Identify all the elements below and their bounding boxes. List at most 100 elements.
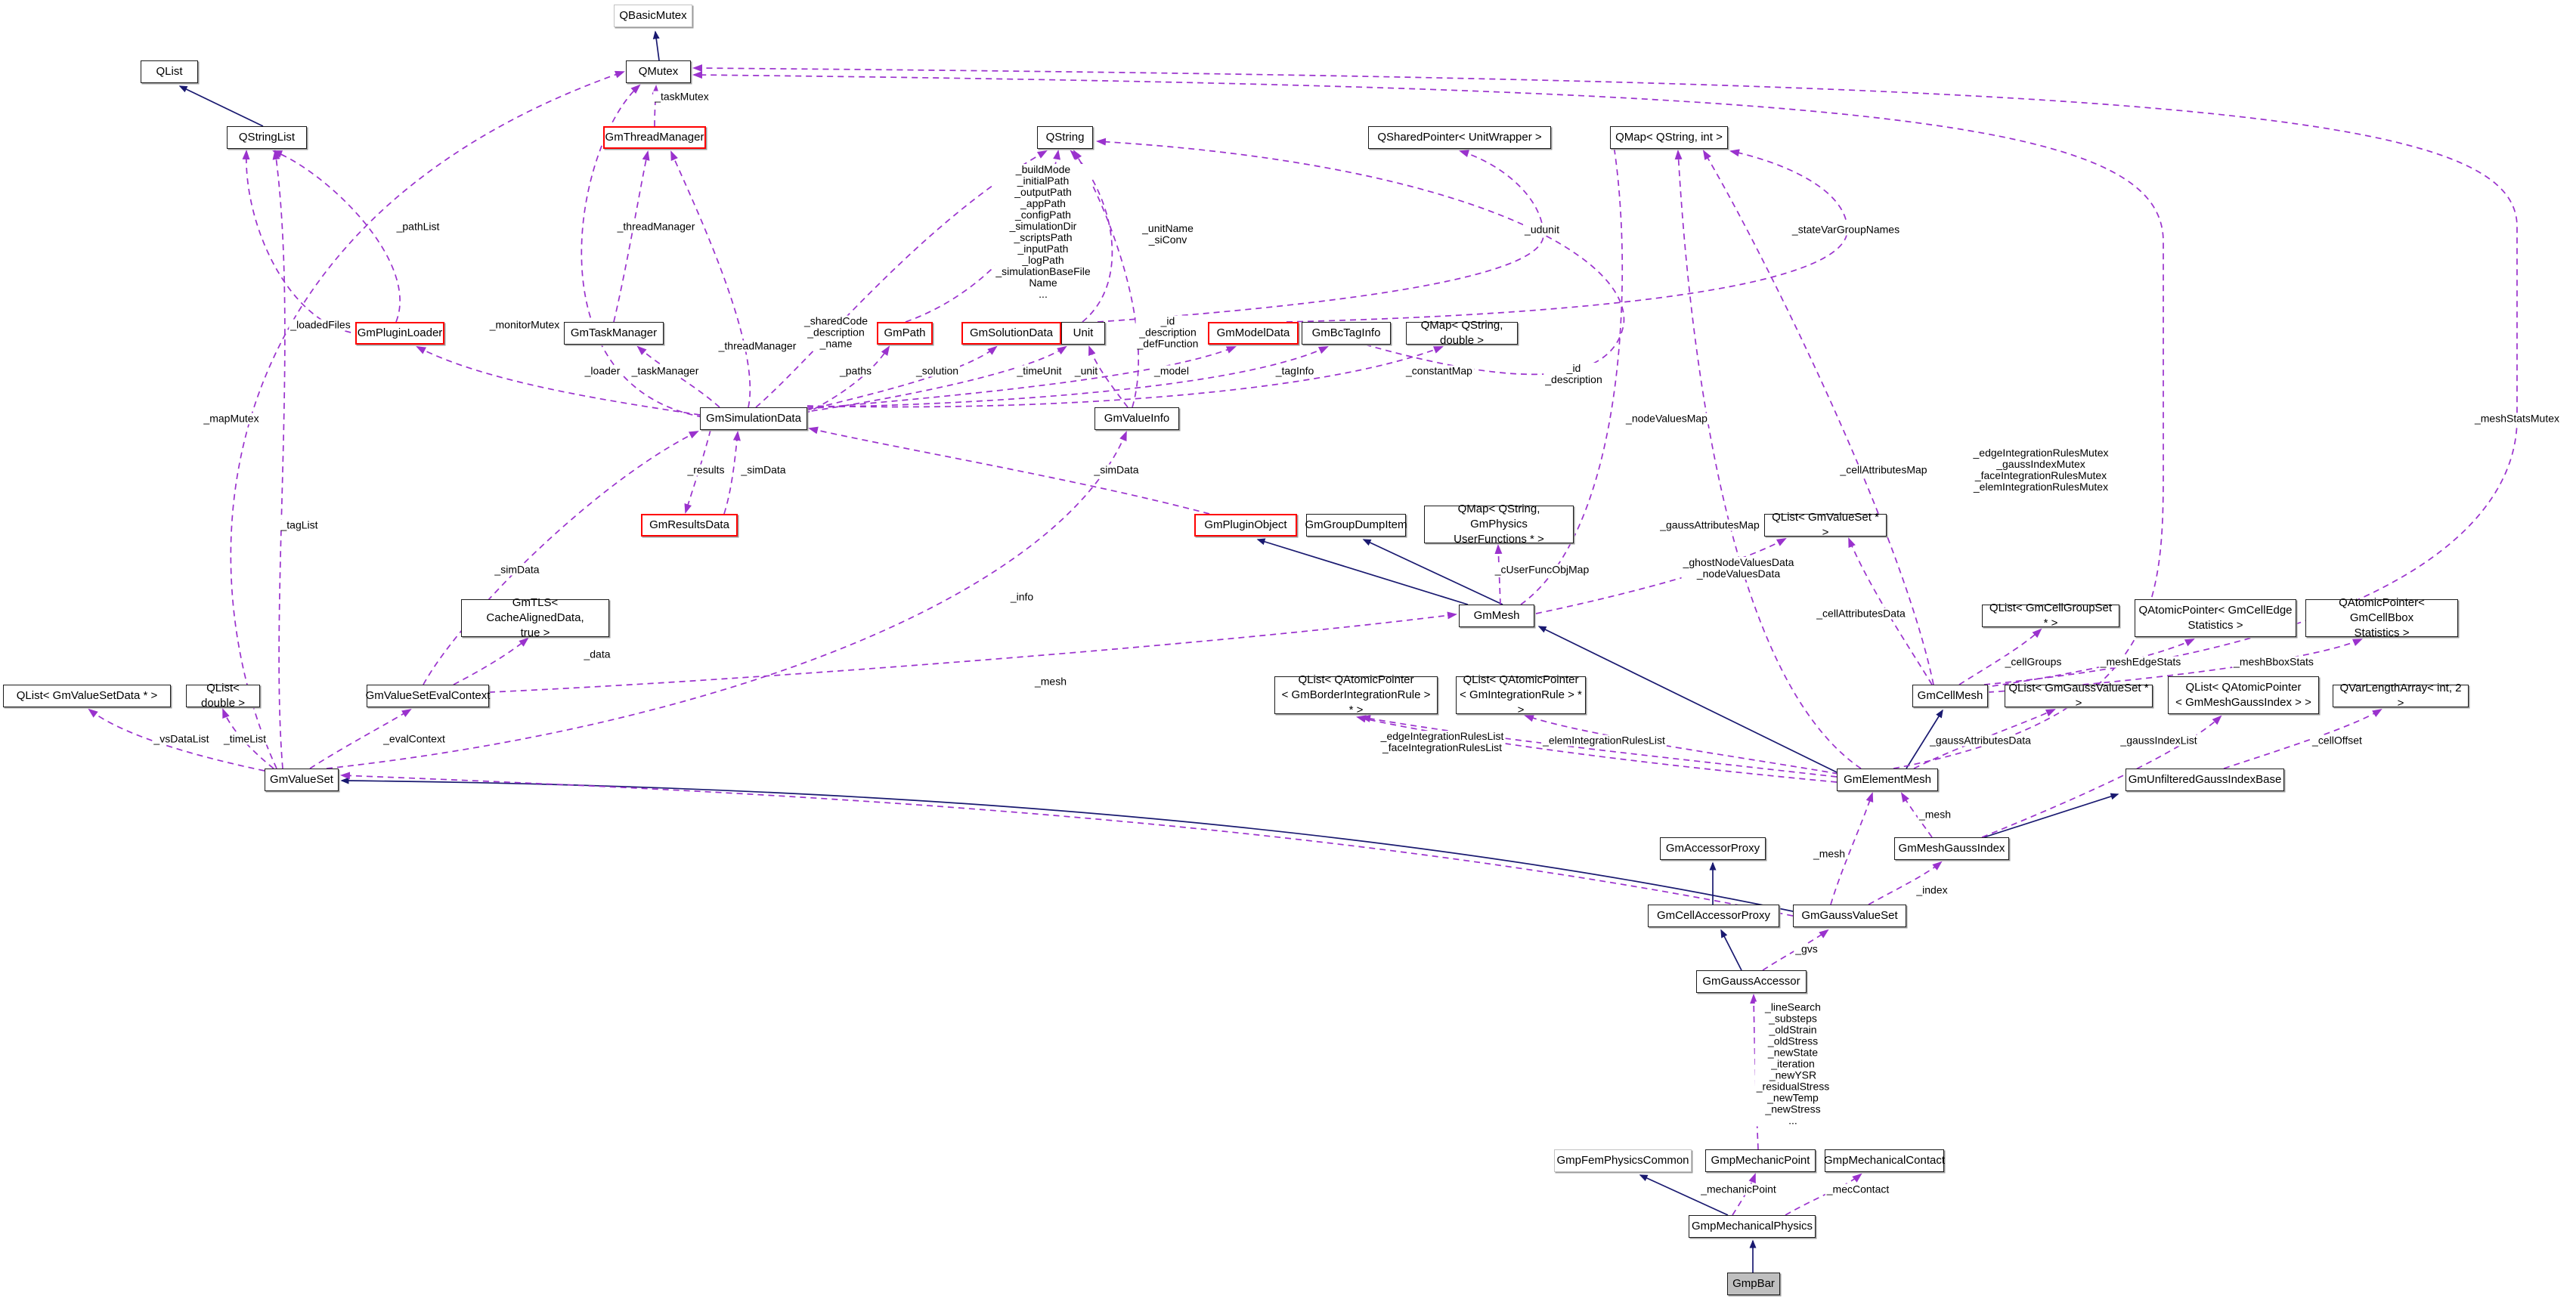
node-QList-QAtomicPointer-GmIntegrationRule[interactable]: QList< QAtomicPointer < GmIntegrationRul… bbox=[1456, 673, 1586, 716]
node-GmPluginLoader[interactable]: GmPluginLoader bbox=[355, 322, 444, 345]
edge-use-cUserFuncObjMap bbox=[1494, 544, 1503, 605]
node-QList[interactable]: QList bbox=[141, 60, 198, 83]
edge-inh-GmGaussValueSet-GmValueSet bbox=[340, 777, 1794, 912]
edge-use-gaussIndexList bbox=[1981, 715, 2222, 838]
edge-inh-GmGaussAccessor-GmCellAccessorProxy bbox=[1720, 929, 1742, 971]
node-QList-GmGaussValueSet[interactable]: QList< GmGaussValueSet * > bbox=[2005, 682, 2153, 710]
node-GmAccessorProxy[interactable]: GmAccessorProxy bbox=[1660, 837, 1766, 860]
node-GmValueSet[interactable]: GmValueSet bbox=[265, 769, 339, 791]
node-GmpBar[interactable]: GmpBar bbox=[1727, 1273, 1780, 1295]
node-QMutex[interactable]: QMutex bbox=[626, 60, 691, 83]
edge-inh-GmElementMesh-GmMesh bbox=[1537, 626, 1838, 773]
edge-use-mesh-meshgaussindex bbox=[1900, 792, 1933, 838]
node-QSharedPointer-UnitWrapper[interactable]: QSharedPointer< UnitWrapper > bbox=[1368, 126, 1551, 149]
edge-use-solution bbox=[805, 345, 998, 411]
edge-use-timeList bbox=[222, 708, 274, 769]
edge-use-nodeValuesMap bbox=[1520, 139, 1624, 605]
edge-use-cellOffset bbox=[2223, 708, 2382, 769]
edge-inh-GmpMechanicalPhysics-GmpFemPhysicsCommon bbox=[1639, 1174, 1729, 1216]
node-Unit[interactable]: Unit bbox=[1061, 322, 1105, 345]
node-GmpMechanicalContact[interactable]: GmpMechanicalContact bbox=[1824, 1149, 1945, 1172]
edge-use-mapMutex bbox=[230, 70, 625, 769]
edge-use-mesh-gaussvalueset bbox=[1830, 792, 1874, 905]
node-QMap-QString-double[interactable]: QMap< QString, double > bbox=[1406, 319, 1518, 347]
node-QList-double[interactable]: QList< double > bbox=[186, 682, 260, 710]
node-GmPluginObject[interactable]: GmPluginObject bbox=[1194, 514, 1297, 537]
edge-use-gmPathStrings bbox=[905, 150, 1060, 323]
node-QMap-QString-GmPhysicsUserFunctions[interactable]: QMap< QString, GmPhysics UserFunctions *… bbox=[1424, 503, 1574, 546]
node-QList-QAtomicPointer-GmBorderIntegrationRule[interactable]: QList< QAtomicPointer < GmBorderIntegrat… bbox=[1274, 673, 1438, 716]
node-QVarLengthArray-int-2[interactable]: QVarLengthArray< int, 2 > bbox=[2333, 682, 2469, 710]
edge-use-taskMutex bbox=[652, 85, 660, 127]
edge-use-cellGroups bbox=[1958, 628, 2042, 685]
node-GmGaussValueSet[interactable]: GmGaussValueSet bbox=[1793, 905, 1906, 927]
node-GmResultsData[interactable]: GmResultsData bbox=[641, 514, 738, 537]
node-GmElementMesh[interactable]: GmElementMesh bbox=[1837, 769, 1938, 791]
edge-use-tagInfo bbox=[807, 346, 1329, 408]
node-GmCellAccessorProxy[interactable]: GmCellAccessorProxy bbox=[1648, 905, 1779, 927]
edge-use-paths bbox=[803, 345, 890, 415]
node-GmSolutionData[interactable]: GmSolutionData bbox=[961, 322, 1061, 345]
node-GmMeshGaussIndex[interactable]: GmMeshGaussIndex bbox=[1894, 837, 2009, 860]
edge-use-sharedCode bbox=[755, 150, 1048, 408]
edge-use-mechanicPoint bbox=[1732, 1173, 1756, 1216]
node-GmSimulationData[interactable]: GmSimulationData bbox=[700, 407, 807, 430]
edge-inh-GmElementMesh-GmCellMesh bbox=[1906, 709, 1943, 769]
edge-use-valueInfoStrings bbox=[1073, 150, 1139, 408]
node-QList-GmValueSet-ptr[interactable]: QList< GmValueSet * > bbox=[1764, 511, 1887, 539]
node-QAtomicPointer-GmCellEdgeStatistics[interactable]: QAtomicPointer< GmCellEdge Statistics > bbox=[2135, 599, 2296, 637]
edge-inh-QStringList-QList bbox=[178, 85, 264, 127]
node-QBasicMutex[interactable]: QBasicMutex bbox=[614, 5, 692, 27]
node-GmMesh[interactable]: GmMesh bbox=[1459, 605, 1534, 627]
edge-use-simData-results bbox=[723, 431, 741, 515]
edge-use-integrationRulesMutexes bbox=[692, 71, 2164, 769]
node-GmPath[interactable]: GmPath bbox=[877, 322, 933, 345]
edge-inh-GmMesh-GmPluginObject bbox=[1256, 538, 1469, 605]
edge-use-taskManager bbox=[636, 345, 720, 408]
edge-use-gaussvalueset-valueset bbox=[340, 772, 1794, 917]
edge-use-data bbox=[453, 637, 529, 685]
node-GmTLS-CacheAlignedData[interactable]: GmTLS< CacheAlignedData, true > bbox=[461, 596, 609, 639]
edge-use-bcTagInfoStrings bbox=[1096, 138, 1625, 376]
edge-use-index bbox=[1868, 861, 1943, 905]
node-GmUnfilteredGaussIndexBase[interactable]: GmUnfilteredGaussIndexBase bbox=[2126, 769, 2284, 791]
node-QString[interactable]: QString bbox=[1037, 126, 1093, 149]
node-QAtomicPointer-GmCellBboxStatistics[interactable]: QAtomicPointer< GmCellBbox Statistics > bbox=[2305, 596, 2458, 639]
node-GmpMechanicalPhysics[interactable]: GmpMechanicalPhysics bbox=[1689, 1215, 1816, 1238]
edge-use-gvs bbox=[1762, 929, 1829, 971]
node-GmGaussAccessor[interactable]: GmGaussAccessor bbox=[1696, 970, 1807, 993]
edge-use-faceIntegrationRulesList bbox=[1356, 715, 1838, 783]
edge-use-meshStatsMutex bbox=[692, 64, 2518, 685]
edge-use-mechanicpoint-stack bbox=[1750, 994, 1759, 1150]
node-GmBcTagInfo[interactable]: GmBcTagInfo bbox=[1302, 322, 1391, 345]
edge-use-unitName bbox=[1070, 150, 1113, 323]
node-QList-QAtomicPointer-GmMeshGaussIndex[interactable]: QList< QAtomicPointer < GmMeshGaussIndex… bbox=[2168, 676, 2319, 714]
edge-use-gaussAttributesMap bbox=[1674, 150, 1862, 769]
node-GmGroupDumpItem[interactable]: GmGroupDumpItem bbox=[1305, 514, 1407, 537]
node-GmpMechanicPoint[interactable]: GmpMechanicPoint bbox=[1705, 1149, 1816, 1172]
node-QMap-QString-int[interactable]: QMap< QString, int > bbox=[1610, 126, 1728, 149]
edge-use-info bbox=[326, 431, 1127, 769]
edge-use-loadedFiles bbox=[242, 150, 362, 335]
node-QStringList[interactable]: QStringList bbox=[227, 126, 307, 149]
edge-use-model bbox=[807, 346, 1237, 410]
edge-inh-GmMeshGaussIndex-GmUnfilteredGaussIndexBase bbox=[1983, 793, 2119, 838]
edge-use-ghostNodeValuesData bbox=[1535, 538, 1787, 614]
edge-use-constantMap bbox=[807, 346, 1444, 408]
node-GmTaskManager[interactable]: GmTaskManager bbox=[564, 322, 664, 345]
edge-use-unit bbox=[1088, 345, 1129, 408]
edge-use-simData-evalcontext bbox=[423, 431, 699, 685]
edge-use-vsDataList bbox=[88, 708, 265, 772]
node-GmValueSetEvalContext[interactable]: GmValueSetEvalContext bbox=[366, 685, 490, 707]
node-QList-GmCellGroupSet[interactable]: QList< GmCellGroupSet * > bbox=[1982, 602, 2119, 629]
node-GmThreadManager[interactable]: GmThreadManager bbox=[603, 126, 706, 149]
node-QList-GmValueSetData[interactable]: QList< GmValueSetData * > bbox=[3, 685, 171, 707]
edge-use-cellAttributesMap bbox=[1702, 150, 1934, 685]
node-GmpFemPhysicsCommon[interactable]: GmpFemPhysicsCommon bbox=[1554, 1149, 1692, 1172]
node-GmCellMesh[interactable]: GmCellMesh bbox=[1912, 685, 1988, 707]
edge-use-results bbox=[684, 429, 711, 514]
node-GmModelData[interactable]: GmModelData bbox=[1208, 322, 1299, 345]
node-GmValueInfo[interactable]: GmValueInfo bbox=[1094, 407, 1179, 430]
